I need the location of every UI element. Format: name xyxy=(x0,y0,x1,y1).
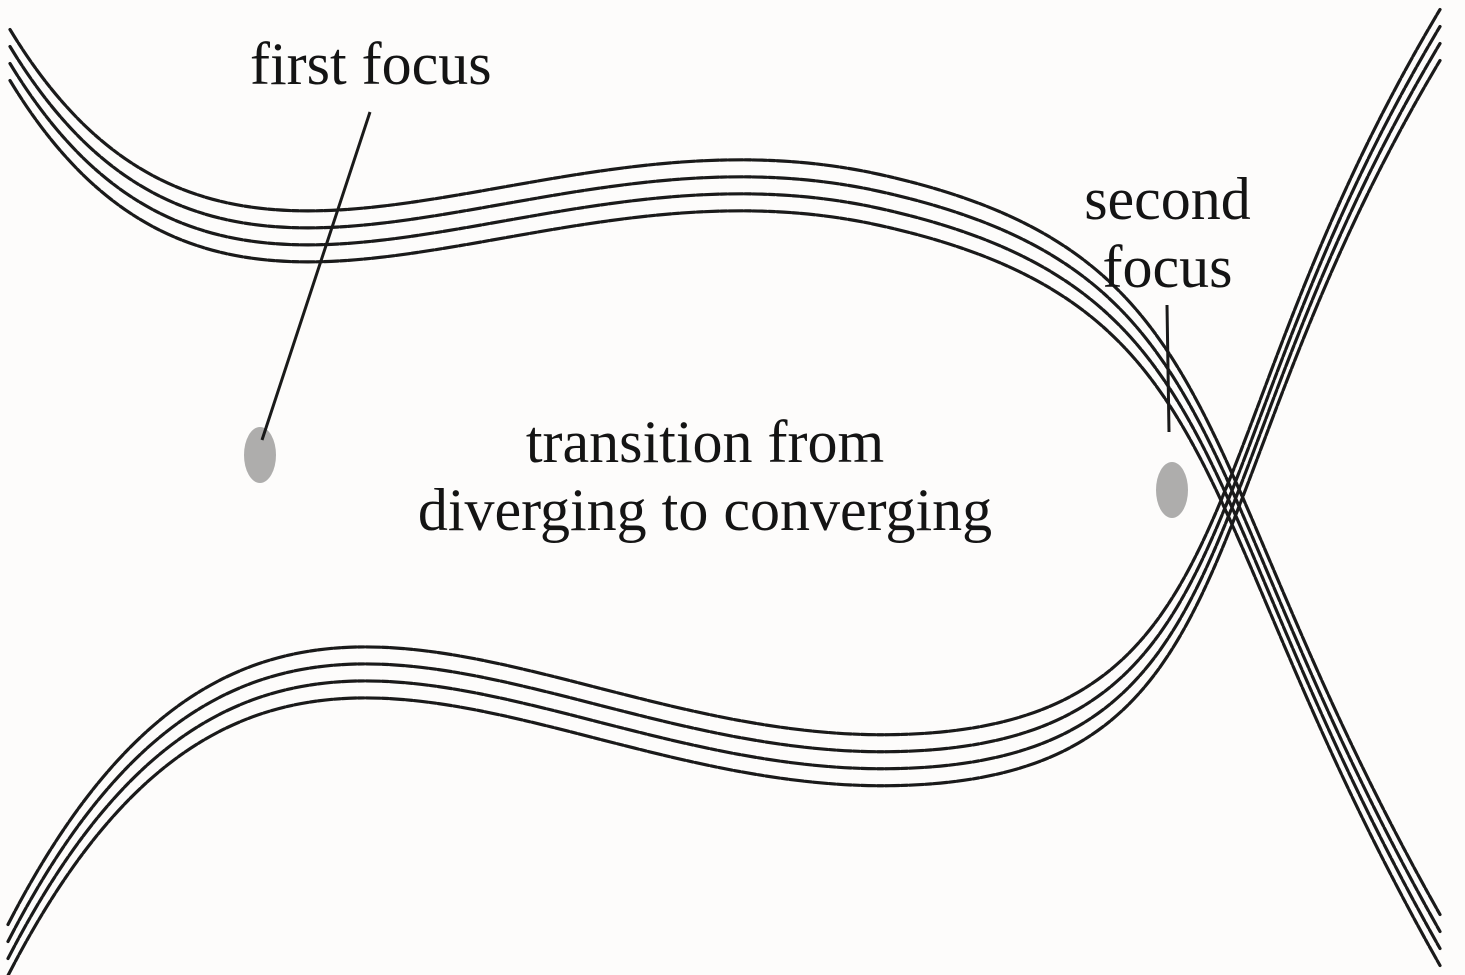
transition-text-line1: transition from xyxy=(525,409,885,475)
first-focus-point xyxy=(244,427,276,483)
second-focus-text-line2: focus xyxy=(1102,234,1233,300)
second-focus-text-line1: second xyxy=(1084,166,1251,232)
trajectory-lower-1 xyxy=(6,7,1442,927)
transition-text-line2: diverging to converging xyxy=(417,477,993,543)
first-focus-text: first focus xyxy=(250,31,492,97)
trajectory-lower-2 xyxy=(6,24,1442,944)
second-focus-leader-line xyxy=(1165,304,1171,433)
first-focus-label: first focus xyxy=(250,30,492,98)
trajectory-bundle-upper xyxy=(8,27,1442,968)
trajectory-upper-4 xyxy=(8,78,1442,968)
trajectory-upper-2 xyxy=(8,44,1442,934)
second-focus-point xyxy=(1156,462,1188,518)
trajectory-upper-3 xyxy=(8,61,1442,951)
trajectory-bundle-lower xyxy=(6,7,1442,975)
trajectory-lower-4 xyxy=(6,58,1442,975)
transition-label: transition from diverging to converging xyxy=(395,408,1015,544)
second-focus-label: second focus xyxy=(1055,165,1280,301)
first-focus-leader-line xyxy=(260,111,372,441)
trajectory-lower-3 xyxy=(6,41,1442,961)
trajectory-upper-1 xyxy=(8,27,1442,917)
